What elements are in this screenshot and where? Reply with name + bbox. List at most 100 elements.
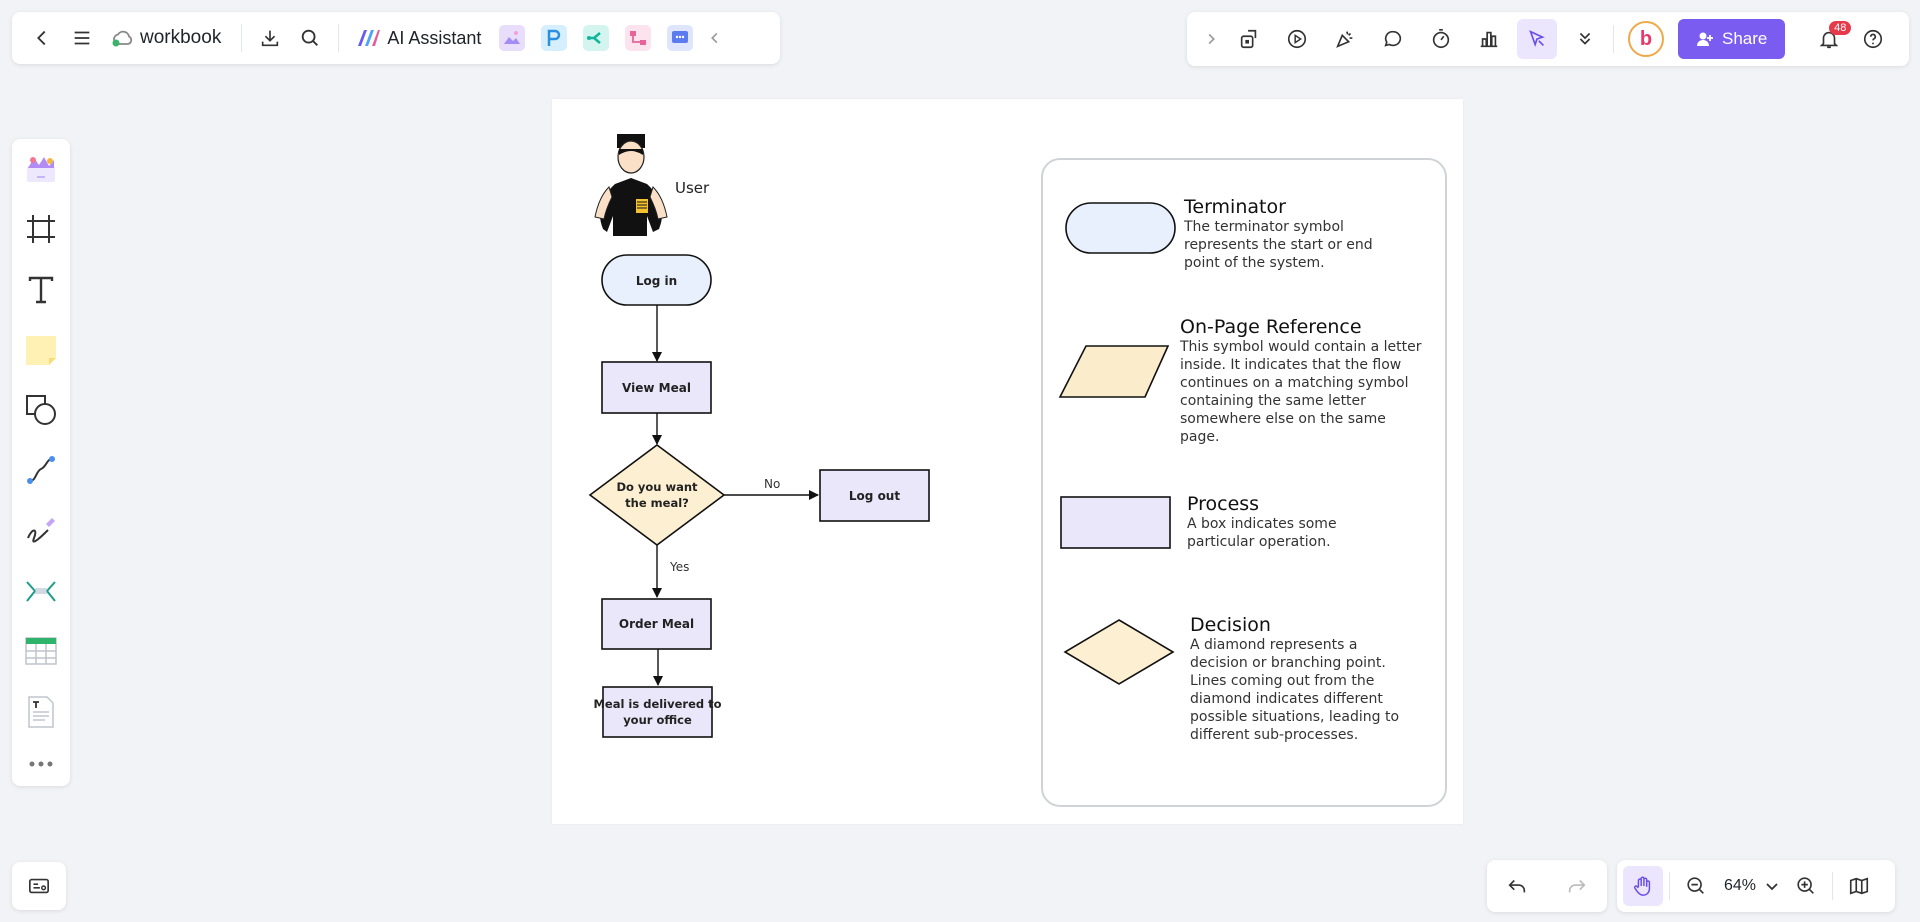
- add-user-icon: [1697, 32, 1713, 46]
- logout-label: Log out: [849, 489, 900, 503]
- party-popper-icon: [1336, 31, 1353, 48]
- download-button[interactable]: [250, 18, 290, 58]
- divider: [1669, 872, 1670, 900]
- flowchart-diagram: User Log in View Meal Do you want the me…: [588, 134, 1447, 807]
- shape-tool[interactable]: [19, 388, 63, 432]
- connector-tool[interactable]: [19, 448, 63, 492]
- bottom-left-panel: [12, 862, 66, 910]
- document-tool[interactable]: [19, 690, 63, 734]
- legend-decision-desc-6: different sub-processes.: [1190, 727, 1358, 743]
- collapse-toolbar-button[interactable]: [701, 18, 729, 58]
- undo-icon: [1508, 879, 1526, 893]
- legend-reference-desc-4: containing the same letter: [1180, 393, 1366, 409]
- cursor-follow-icon: [1529, 30, 1545, 48]
- decision-label-line1: Do you want: [616, 480, 698, 494]
- legend-reference-title: On-Page Reference: [1180, 316, 1362, 338]
- legend-terminator-shape[interactable]: [1065, 202, 1176, 254]
- mindmap-tool[interactable]: [19, 569, 63, 613]
- image-icon: [504, 31, 521, 44]
- legend-process-desc-1: A box indicates some: [1187, 516, 1337, 532]
- more-tools-button[interactable]: [19, 750, 63, 778]
- text-tool[interactable]: [19, 268, 63, 312]
- follow-cursor-button[interactable]: [1517, 19, 1557, 59]
- avatar-letter: b: [1639, 27, 1653, 50]
- comment-button[interactable]: [1373, 19, 1413, 59]
- plugin-chat-button[interactable]: [667, 25, 694, 51]
- share-label: Share: [1722, 29, 1768, 48]
- legend-decision-shape[interactable]: [1063, 619, 1175, 685]
- history-controls: [1487, 860, 1607, 912]
- present-button[interactable]: [1277, 19, 1317, 59]
- hand-icon: [1634, 876, 1651, 896]
- zoom-out-icon: [1687, 877, 1704, 894]
- pen-tool[interactable]: [19, 509, 63, 553]
- menu-button[interactable]: [62, 18, 102, 58]
- legend-terminator-desc-1: The terminator symbol: [1183, 219, 1344, 235]
- legend-reference-desc-2: inside. It indicates that the flow: [1180, 357, 1401, 373]
- templates-tool[interactable]: [19, 147, 63, 191]
- connector-icon: [27, 456, 55, 485]
- hand-tool-button[interactable]: [1623, 866, 1663, 906]
- view-meal-label: View Meal: [622, 381, 691, 395]
- undo-button[interactable]: [1497, 866, 1537, 906]
- canvas-frame[interactable]: User Log in View Meal Do you want the me…: [552, 99, 1463, 824]
- back-button[interactable]: [22, 18, 62, 58]
- templates-icon: [27, 157, 55, 182]
- plugin-tree-button[interactable]: [625, 25, 652, 51]
- top-right-toolbar: b Share 48: [1187, 12, 1909, 66]
- plugin-image-button[interactable]: [499, 25, 526, 51]
- notifications-button[interactable]: 48: [1809, 19, 1852, 59]
- left-tool-sidebar: [12, 139, 70, 786]
- sticky-note-icon: [26, 335, 56, 365]
- table-tool[interactable]: [19, 629, 63, 673]
- vote-button[interactable]: [1469, 19, 1509, 59]
- order-meal-process[interactable]: [601, 598, 712, 650]
- board-info-button[interactable]: [19, 866, 59, 906]
- more-tools-button[interactable]: [1565, 19, 1605, 59]
- shapes-template-icon: [1240, 29, 1257, 49]
- letter-p-icon: [548, 29, 561, 46]
- minimap-button[interactable]: [1839, 866, 1879, 906]
- help-button[interactable]: [1853, 19, 1893, 59]
- legend-reference-desc-3: continues on a matching symbol: [1180, 375, 1408, 391]
- zoom-in-icon: [1797, 877, 1814, 894]
- zoom-out-button[interactable]: [1676, 866, 1716, 906]
- timer-button[interactable]: [1421, 19, 1461, 59]
- redo-button[interactable]: [1557, 866, 1597, 906]
- share-button[interactable]: Share: [1678, 19, 1786, 59]
- meal-delivered-process[interactable]: [602, 686, 713, 738]
- plugin-mindmap-button[interactable]: [583, 25, 610, 51]
- legend-terminator-desc-3: point of the system.: [1184, 255, 1325, 271]
- top-left-toolbar: workbook AI Assistant: [12, 12, 780, 64]
- redo-icon: [1568, 879, 1586, 893]
- map-icon: [1849, 877, 1869, 895]
- celebrate-button[interactable]: [1325, 19, 1365, 59]
- meal-decision[interactable]: [588, 444, 726, 546]
- expand-toolbar-button[interactable]: [1197, 19, 1225, 59]
- zoom-level[interactable]: 64%: [1724, 877, 1757, 894]
- sticky-note-tool[interactable]: [19, 328, 63, 372]
- more-dots-icon: [29, 761, 53, 767]
- legend-process-shape[interactable]: [1060, 496, 1171, 549]
- legend-decision-desc-2: decision or branching point.: [1190, 655, 1386, 671]
- user-illustration[interactable]: [594, 134, 668, 236]
- chevron-down-icon[interactable]: [1764, 878, 1780, 894]
- template-button[interactable]: [1229, 19, 1269, 59]
- search-button[interactable]: [290, 18, 330, 58]
- legend-reference-shape[interactable]: [1058, 345, 1170, 398]
- view-meal-process[interactable]: [601, 361, 712, 414]
- zoom-in-button[interactable]: [1786, 866, 1826, 906]
- cloud-saved-icon: [112, 30, 133, 47]
- plugin-p-button[interactable]: [541, 25, 568, 51]
- ai-assistant-button[interactable]: AI Assistant: [347, 28, 491, 49]
- chevron-right-icon: [1208, 33, 1215, 45]
- org-tree-icon: [630, 31, 647, 45]
- legend-process-desc-2: particular operation.: [1187, 534, 1331, 550]
- delivered-label-line1: Meal is delivered to: [593, 697, 721, 711]
- document-title[interactable]: workbook: [140, 27, 222, 48]
- user-avatar[interactable]: b: [1628, 21, 1664, 57]
- search-icon: [302, 29, 319, 46]
- logout-process[interactable]: [819, 469, 930, 522]
- table-icon: [25, 637, 57, 666]
- frame-tool[interactable]: [19, 207, 63, 251]
